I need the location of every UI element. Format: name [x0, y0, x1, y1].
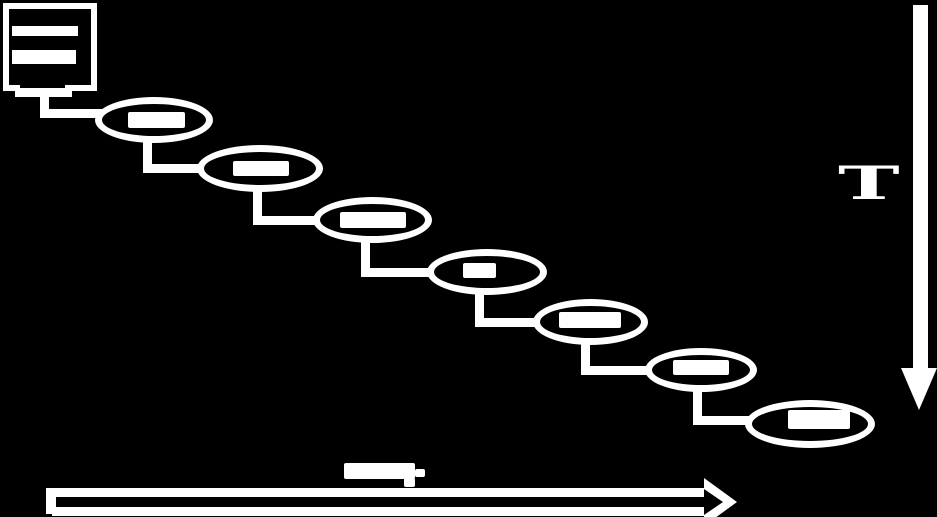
- connector-6-7-horizontal: [693, 416, 759, 425]
- connector-4-5-vertical: [475, 287, 484, 327]
- stage-label-blob-1: [128, 112, 185, 128]
- connector-5-6-vertical: [581, 337, 590, 375]
- stage-node-6: [645, 348, 757, 392]
- time-arrow-shaft: [913, 5, 928, 370]
- connector-2-3-vertical: [253, 183, 262, 225]
- connector-3-4-horizontal: [361, 268, 441, 277]
- stage-label-blob-6: [673, 360, 729, 375]
- time-arrow-head-icon: [901, 368, 937, 410]
- stage-label-blob-7: [788, 410, 850, 429]
- stage-label-blob-4: [463, 263, 496, 278]
- connector-2-3-horizontal: [253, 216, 327, 225]
- document-bottom-tab: [15, 88, 72, 97]
- progress-arrow-head-hollow: [704, 489, 723, 515]
- connector-doc-to-stage1-horizontal: [40, 109, 102, 118]
- progress-arrow-left-cap: [46, 488, 56, 514]
- connector-6-7-vertical: [693, 384, 702, 425]
- progress-arrow-bottom-edge: [52, 507, 704, 516]
- connector-4-5-horizontal: [475, 318, 547, 327]
- progress-arrow-label-blob: [344, 463, 415, 479]
- document-text-line: [12, 26, 78, 36]
- stage-node-2: [197, 145, 323, 192]
- connector-1-2-horizontal: [143, 164, 222, 173]
- document-bottom-notch: [20, 85, 65, 90]
- time-arrow-label: T: [838, 156, 900, 210]
- connector-doc-to-stage1-vertical: [40, 86, 49, 118]
- progress-arrow-label-blob: [404, 478, 415, 487]
- document-text-line: [12, 50, 76, 64]
- stage-label-blob-2: [233, 161, 289, 176]
- progress-arrow-label-blob: [415, 469, 425, 477]
- stage-label-blob-3: [340, 212, 406, 228]
- connector-1-2-vertical: [143, 135, 152, 173]
- stage-label-blob-5: [559, 312, 621, 328]
- document-icon: [3, 3, 97, 91]
- connector-5-6-horizontal: [581, 366, 659, 375]
- connector-3-4-vertical: [361, 235, 370, 277]
- stage-node-4: [427, 249, 547, 295]
- progress-arrow-top-edge: [46, 488, 704, 497]
